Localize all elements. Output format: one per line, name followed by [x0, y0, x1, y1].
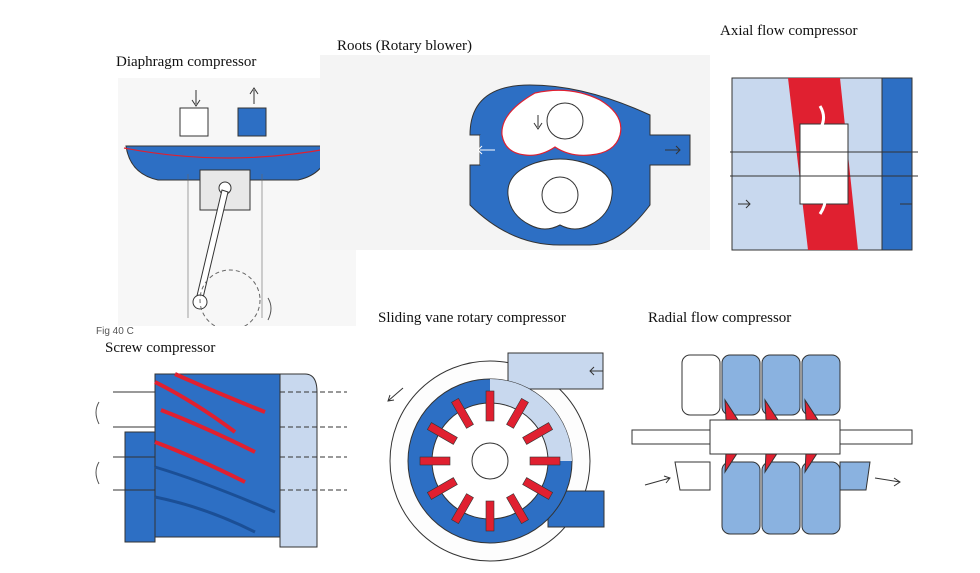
diaphragm-compressor-diagram	[118, 78, 356, 326]
axial-label: Axial flow compressor	[720, 23, 858, 39]
axial-flow-compressor-diagram	[730, 44, 918, 262]
sliding-vane-label: Sliding vane rotary compressor	[378, 310, 566, 326]
sliding-vane-compressor-diagram	[368, 333, 608, 571]
radial-flow-compressor-diagram	[630, 350, 915, 540]
roots-blower-diagram	[320, 55, 710, 250]
screw-compressor-diagram	[85, 372, 350, 550]
figure-caption: Fig 40 C	[96, 326, 134, 337]
diaphragm-label: Diaphragm compressor	[116, 54, 257, 70]
screw-label: Screw compressor	[105, 340, 216, 356]
roots-label: Roots (Rotary blower)	[337, 38, 472, 54]
radial-label: Radial flow compressor	[648, 310, 792, 326]
